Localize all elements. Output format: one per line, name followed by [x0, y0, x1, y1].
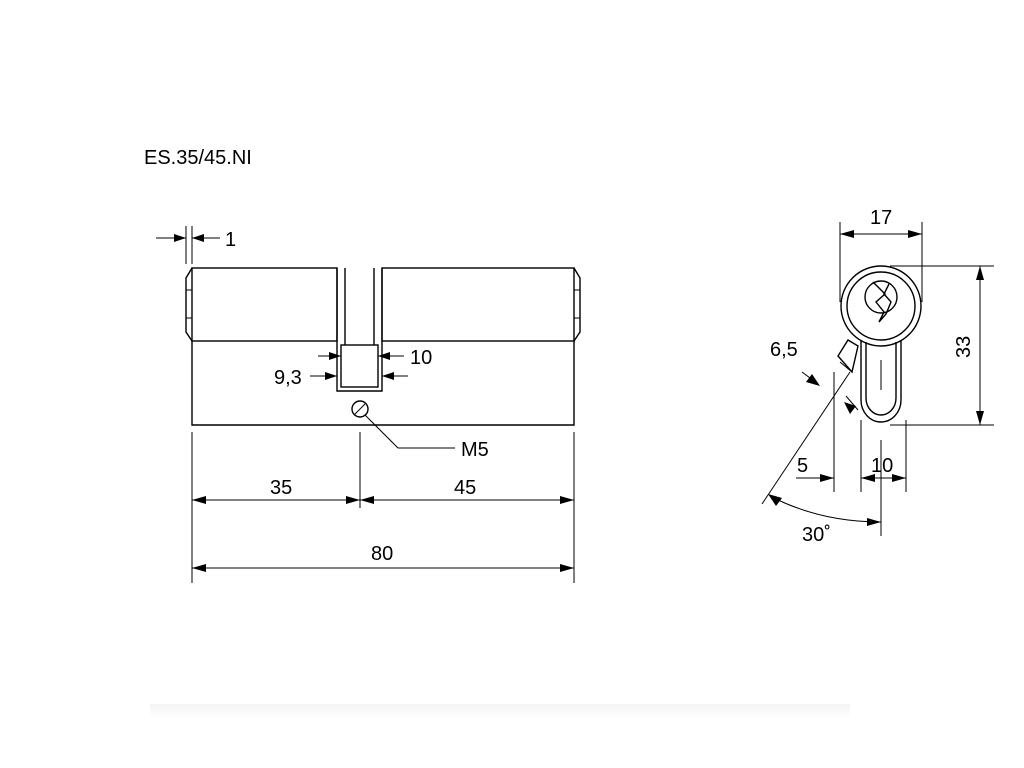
side-view: 17 33 6,5 5: [761, 207, 994, 546]
dim-angle-label: 30˚: [802, 524, 831, 546]
dim-cam-thickness-label: 6,5: [770, 339, 798, 361]
dim-width-label: 17: [870, 207, 892, 229]
screw-leader: M5: [364, 414, 489, 461]
dim-height: 33: [890, 265, 994, 426]
dim-cam-width-label: 9,3: [274, 367, 302, 389]
cylinder-body: [185, 267, 581, 426]
dim-cam-gap: 10: [318, 347, 432, 369]
screw-label: M5: [461, 439, 489, 461]
dim-flange-label: 1: [225, 229, 236, 251]
dim-left-label: 35: [270, 477, 292, 499]
dim-offset: 5: [796, 372, 907, 492]
dim-width: 17: [839, 207, 923, 302]
dim-right: 45: [360, 477, 574, 504]
dim-bottom-width-label: 10: [871, 455, 893, 477]
front-view: 1 10 9,3 M5: [156, 226, 581, 583]
dim-left: 35: [192, 477, 360, 504]
screw-hole: [351, 400, 369, 418]
dim-right-label: 45: [454, 477, 476, 499]
dim-bottom-width: 10: [861, 455, 906, 482]
dim-height-label: 33: [953, 336, 975, 358]
dim-offset-label: 5: [797, 455, 808, 477]
cylinder-profile: [837, 265, 922, 423]
dim-total-label: 80: [371, 543, 393, 565]
dim-cam-width: 9,3: [274, 367, 408, 389]
dim-flange: 1: [156, 226, 236, 264]
dim-cam-thickness: 6,5: [770, 339, 859, 414]
dim-total: 80: [192, 543, 574, 572]
dim-cam-gap-label: 10: [410, 347, 432, 369]
dim-angle: 30˚: [761, 371, 882, 546]
drawing-title: ES.35/45.NI: [144, 147, 252, 169]
bottom-band: [150, 704, 850, 718]
